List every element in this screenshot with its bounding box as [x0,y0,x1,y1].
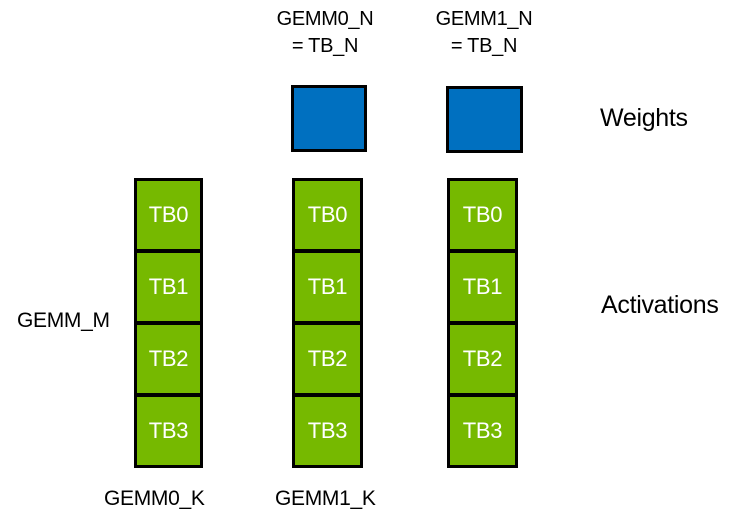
activation-column-2: TB0 TB1 TB2 TB3 [447,178,518,468]
tb-cell: TB0 [450,181,515,249]
gemm1-k-label: GEMM1_K [275,487,376,510]
gemm1-n-line1: GEMM1_N [435,8,533,30]
tb-cell: TB3 [295,397,360,465]
gemm-m-label: GEMM_M [17,309,110,332]
gemm1-n-line2: = TB_N [450,35,518,57]
weights-label: Weights [600,104,688,132]
tb-cell: TB2 [137,325,200,393]
activations-label: Activations [601,291,719,319]
gemm0-n-header-label: GEMM0_N = TB_N [250,6,400,60]
tb-cell: TB1 [137,253,200,321]
tb-cell: TB1 [450,253,515,321]
activation-column-0: TB0 TB1 TB2 TB3 [134,178,203,468]
tb-cell: TB0 [295,181,360,249]
gemm0-n-line1: GEMM0_N [276,8,374,30]
tb-cell: TB1 [295,253,360,321]
tb-cell: TB3 [450,397,515,465]
activation-column-1: TB0 TB1 TB2 TB3 [292,178,363,468]
gemm1-n-header-label: GEMM1_N = TB_N [409,6,559,60]
weights-block-gemm0 [291,85,367,152]
weights-block-gemm1 [446,86,523,153]
tb-cell: TB0 [137,181,200,249]
gemm0-n-line2: = TB_N [291,35,359,57]
gemm0-k-label: GEMM0_K [104,487,205,510]
tb-cell: TB2 [295,325,360,393]
tb-cell: TB2 [450,325,515,393]
tb-cell: TB3 [137,397,200,465]
